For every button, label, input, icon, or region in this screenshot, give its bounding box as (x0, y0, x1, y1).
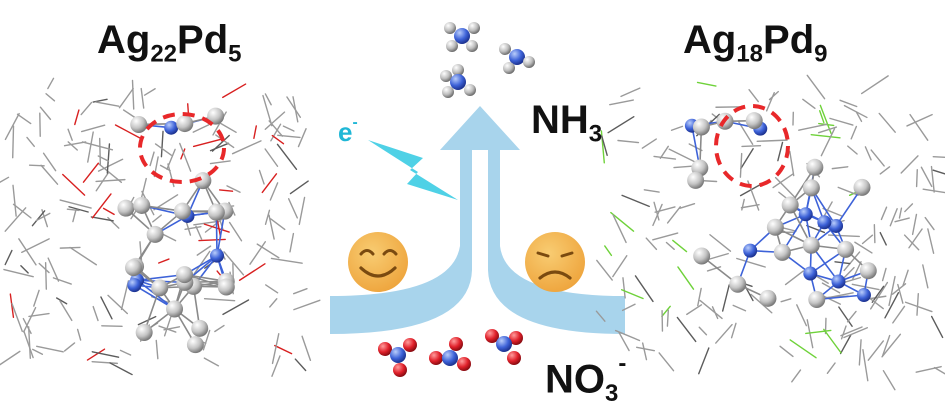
ammonia-molecule (440, 64, 476, 98)
ammonia-molecule (499, 43, 535, 74)
reactant-label: NO3- (545, 350, 627, 407)
sad-face-icon (525, 232, 585, 292)
lightning-bolt-icon (368, 140, 458, 200)
product-label: NH3 (531, 98, 603, 148)
nitrate-molecules (378, 329, 523, 377)
ammonia-molecules (440, 22, 535, 98)
ammonia-molecule (444, 22, 480, 52)
reaction-arrow (330, 106, 625, 334)
electron-label: e- (338, 114, 358, 148)
right-cluster-structure (595, 74, 945, 391)
left-cluster-structure (0, 77, 321, 377)
left-highlight-circle (138, 112, 226, 184)
nitrate-molecule (429, 337, 471, 371)
nitrate-molecule (378, 338, 417, 377)
left-cluster-label: Ag22Pd5 (97, 18, 242, 68)
nitrate-molecule (485, 329, 523, 365)
right-highlight-circle (714, 104, 790, 188)
right-cluster-label: Ag18Pd9 (683, 18, 828, 68)
happy-face-icon (348, 232, 408, 292)
